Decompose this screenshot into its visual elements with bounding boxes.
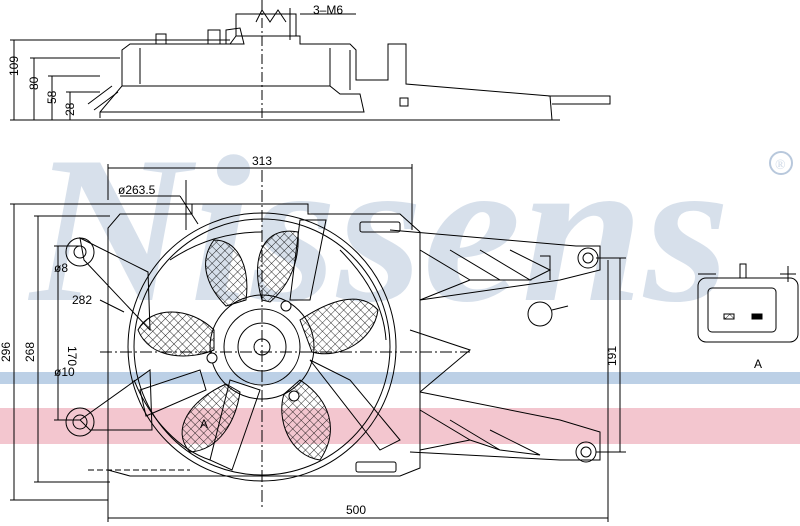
connector-detail bbox=[697, 263, 799, 343]
registered-mark: ® bbox=[775, 158, 786, 173]
dim-500: 500 bbox=[346, 503, 366, 517]
dim-313: 313 bbox=[252, 154, 272, 168]
connector-label-a: A bbox=[754, 357, 762, 371]
dim-side-109: 109 bbox=[7, 56, 21, 76]
dim-side-80: 80 bbox=[27, 76, 41, 90]
registered-icon bbox=[769, 151, 793, 175]
fan-blades bbox=[137, 230, 379, 461]
callout-3-m6: 3–M6 bbox=[313, 3, 343, 17]
stripe-red bbox=[0, 408, 800, 444]
dim-282: 282 bbox=[72, 293, 92, 307]
blade-outlines bbox=[133, 231, 387, 461]
dim-diameter-263-5: ø263.5 bbox=[118, 183, 156, 197]
dim-side-28: 28 bbox=[63, 102, 77, 116]
side-view bbox=[10, 0, 611, 121]
hub-bolts bbox=[206, 300, 300, 402]
dim-191: 191 bbox=[605, 346, 619, 366]
dim-diameter-8: ø8 bbox=[54, 261, 68, 275]
dim-268: 268 bbox=[23, 342, 37, 362]
dim-diameter-10: ø10 bbox=[54, 365, 75, 379]
dim-side-58: 58 bbox=[45, 90, 59, 104]
dim-170: 170 bbox=[65, 346, 79, 366]
dim-296: 296 bbox=[0, 342, 13, 362]
section-marker-a: A bbox=[200, 417, 208, 431]
stripe-blue bbox=[0, 372, 800, 384]
